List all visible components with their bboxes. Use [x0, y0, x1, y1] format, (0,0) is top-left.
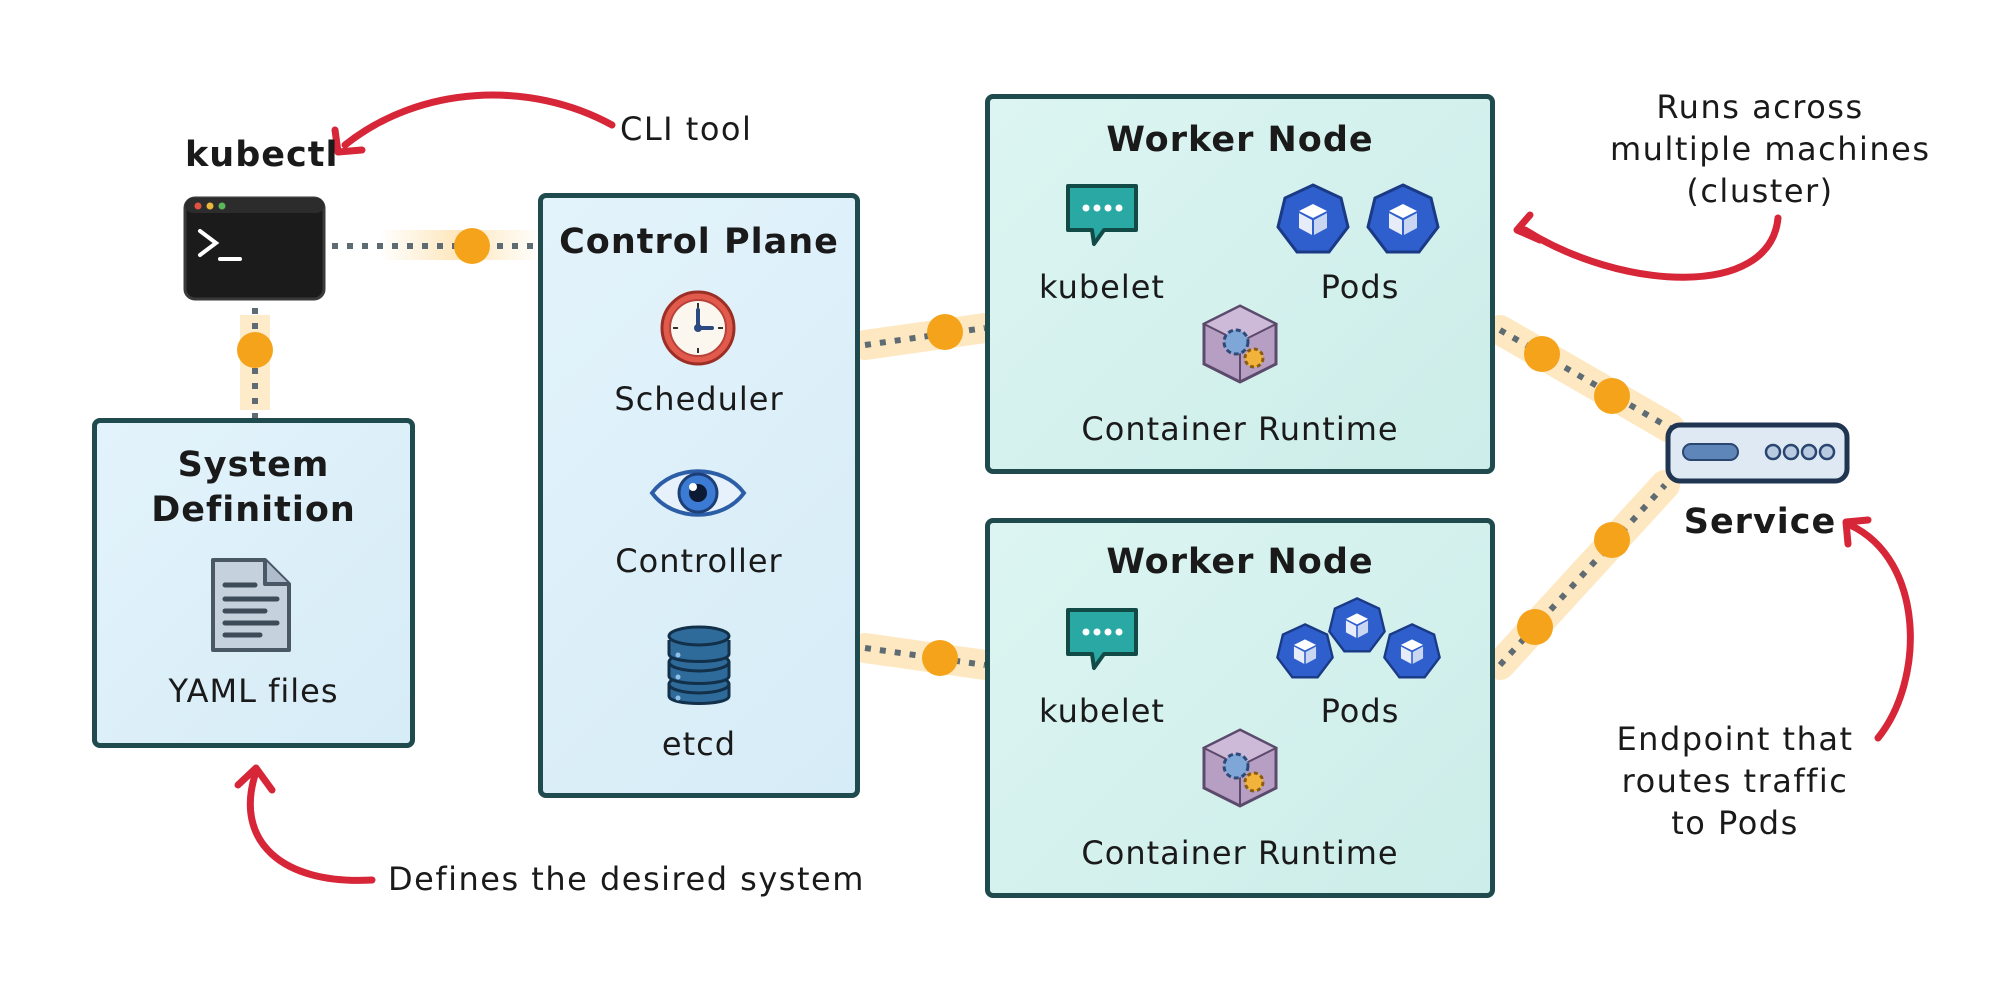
- arrow-service-endpoint: [1842, 516, 1914, 742]
- connector-worker-1-service: [1485, 315, 1685, 443]
- terminal-icon: [183, 196, 326, 301]
- worker-node-title-1: Worker Node: [1106, 120, 1374, 160]
- pod-icon: [1366, 183, 1440, 254]
- arrow-cluster: [1513, 211, 1782, 281]
- server-icon: [1665, 422, 1850, 484]
- document-icon: [211, 558, 291, 652]
- component-label-scheduler: Scheduler: [614, 380, 784, 418]
- eye-icon: [649, 469, 747, 517]
- connector-kubectl-system-definition: [237, 308, 273, 418]
- arrow-defines-system: [234, 764, 376, 884]
- service-annotation-line3: to Pods: [1671, 804, 1799, 842]
- connector-kubectl-control-plane: [332, 228, 540, 264]
- pod-icon: [1383, 623, 1441, 679]
- service-title: Service: [1683, 502, 1837, 542]
- cluster-annotation-line3: (cluster): [1686, 172, 1834, 210]
- database-icon: [667, 625, 731, 705]
- connector-control-plane-worker-1: [850, 313, 1000, 360]
- cluster-annotation-line2: multiple machines: [1610, 130, 1931, 168]
- container-runtime-icon: [1201, 728, 1279, 808]
- connector-control-plane-worker-2: [850, 633, 1000, 680]
- kubelet-label-2: kubelet: [1039, 692, 1165, 730]
- service-annotation-line1: Endpoint that: [1616, 720, 1854, 758]
- container-runtime-label-1: Container Runtime: [1081, 410, 1399, 448]
- cluster-annotation-line1: Runs across: [1656, 88, 1864, 126]
- worker-node-title-2: Worker Node: [1106, 542, 1374, 582]
- kubelet-chat-icon: [1066, 608, 1138, 670]
- pod-icon: [1276, 623, 1334, 679]
- component-label-controller: Controller: [615, 542, 783, 580]
- container-runtime-icon: [1201, 304, 1279, 384]
- arrow-cli-tool: [331, 91, 616, 156]
- control-plane-title: Control Plane: [559, 222, 839, 262]
- yaml-files-label: YAML files: [168, 672, 339, 710]
- cli-tool-annotation: CLI tool: [620, 110, 753, 148]
- kubelet-chat-icon: [1066, 184, 1138, 246]
- clock-icon: [660, 290, 736, 366]
- system-definition-title-line1: System: [177, 445, 330, 485]
- pod-icon: [1276, 183, 1350, 254]
- worker-node-box-2: [985, 518, 1495, 898]
- pod-icon: [1328, 597, 1386, 653]
- pods-label-1: Pods: [1320, 268, 1400, 306]
- connector-worker-2-service: [1485, 470, 1680, 680]
- kubectl-title: kubectl: [185, 135, 339, 175]
- container-runtime-label-2: Container Runtime: [1081, 834, 1399, 872]
- component-label-etcd: etcd: [661, 725, 737, 763]
- kubelet-label-1: kubelet: [1039, 268, 1165, 306]
- system-definition-title-line2: Definition: [151, 490, 356, 530]
- pods-label-2: Pods: [1320, 692, 1400, 730]
- defines-system-annotation: Defines the desired system: [388, 860, 865, 898]
- worker-node-box-1: [985, 94, 1495, 474]
- service-annotation-line2: routes traffic: [1621, 762, 1849, 800]
